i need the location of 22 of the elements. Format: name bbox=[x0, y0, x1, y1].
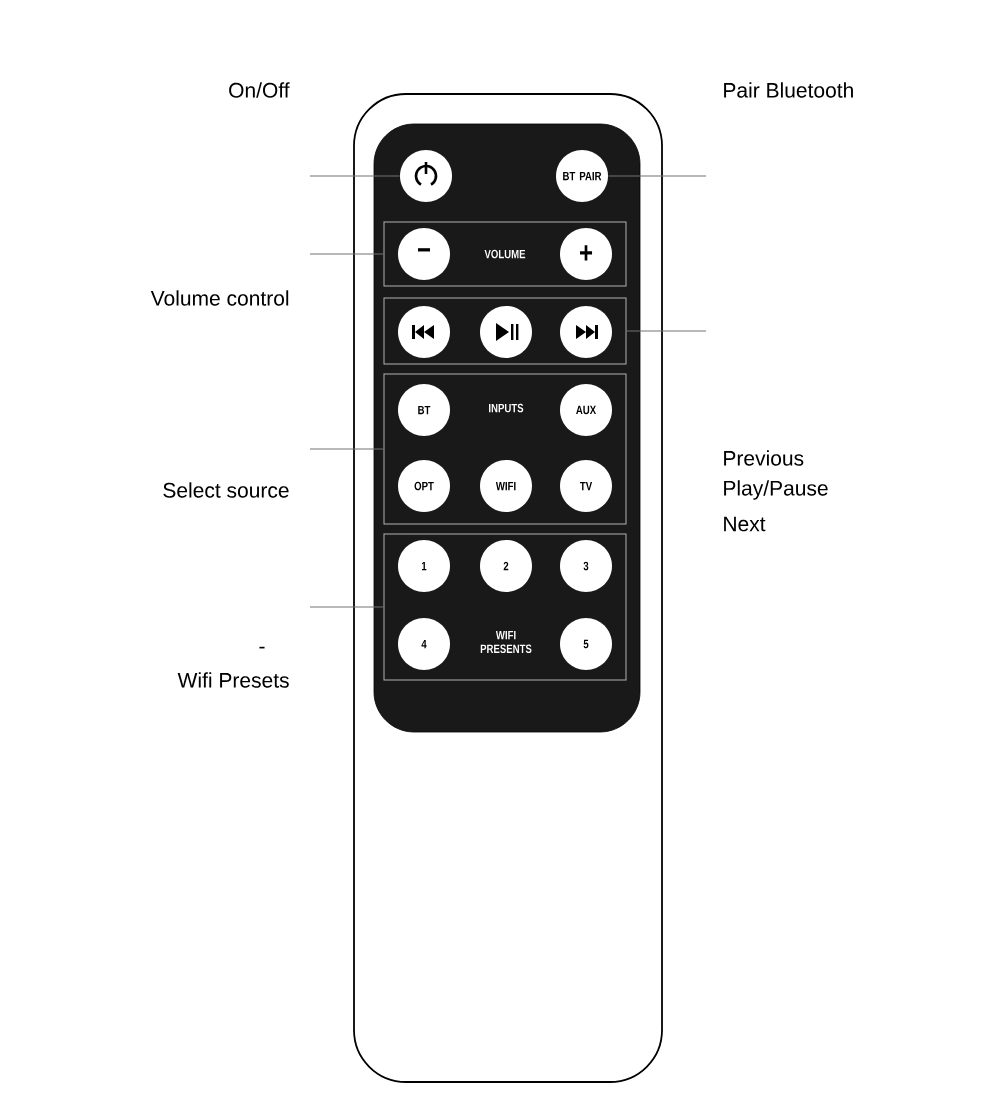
callout-label: - bbox=[259, 646, 265, 649]
callout-label: Play/Pause bbox=[724, 480, 828, 500]
callout-label: Next bbox=[724, 516, 766, 532]
callout-label: Pair Bluetooth bbox=[724, 82, 853, 98]
callout-label: Volume control bbox=[150, 290, 289, 306]
power-button bbox=[400, 150, 452, 202]
play-pause-button bbox=[480, 306, 532, 358]
callout-label: Previous bbox=[724, 450, 804, 466]
minus-button: − bbox=[398, 228, 450, 280]
leader-line bbox=[309, 606, 385, 608]
leader-line bbox=[309, 448, 385, 450]
leader-line bbox=[309, 253, 385, 255]
next-button bbox=[560, 306, 612, 358]
leader-line bbox=[625, 330, 707, 332]
plus-button: + bbox=[560, 228, 612, 280]
leader-line bbox=[607, 175, 707, 177]
leader-line bbox=[309, 175, 401, 177]
callout-label: Select source bbox=[163, 482, 289, 498]
callout-label: On/Off bbox=[229, 82, 290, 98]
playback-group bbox=[383, 297, 627, 365]
previous-button bbox=[398, 306, 450, 358]
callout-label: Wifi Presets bbox=[177, 672, 289, 688]
